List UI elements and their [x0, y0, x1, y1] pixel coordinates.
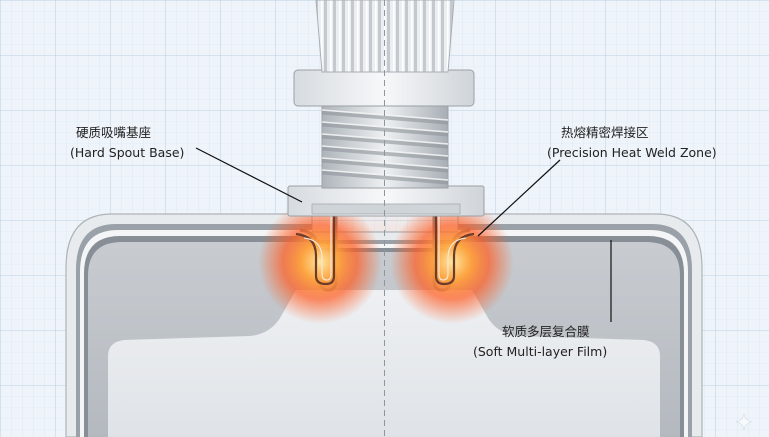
- label-film-cn: 软质多层复合膜: [502, 324, 590, 339]
- label-spout-base-en: (Hard Spout Base): [70, 145, 184, 160]
- spout-base: [287, 185, 485, 217]
- leader-spout-base: [195, 147, 303, 203]
- label-film-en: (Soft Multi-layer Film): [473, 344, 607, 359]
- heat-zone-right: [390, 200, 514, 324]
- weld-fold-right: [434, 214, 475, 286]
- label-spout-base-cn: 硬质吸嘴基座: [76, 125, 151, 140]
- sparkle-icon: [735, 413, 753, 431]
- weld-fold-left-inner: [303, 214, 332, 281]
- heat-zone-left: [258, 200, 382, 324]
- weld-fold-right-inner: [438, 214, 467, 281]
- pouch-body: [65, 213, 703, 437]
- leader-weld-zone: [477, 159, 561, 237]
- weld-fold-left: [295, 214, 336, 286]
- label-weld-zone-en: (Precision Heat Weld Zone): [547, 145, 717, 160]
- ribbed-cap: [315, 0, 455, 73]
- label-weld-zone-cn: 热熔精密焊接区: [561, 125, 649, 140]
